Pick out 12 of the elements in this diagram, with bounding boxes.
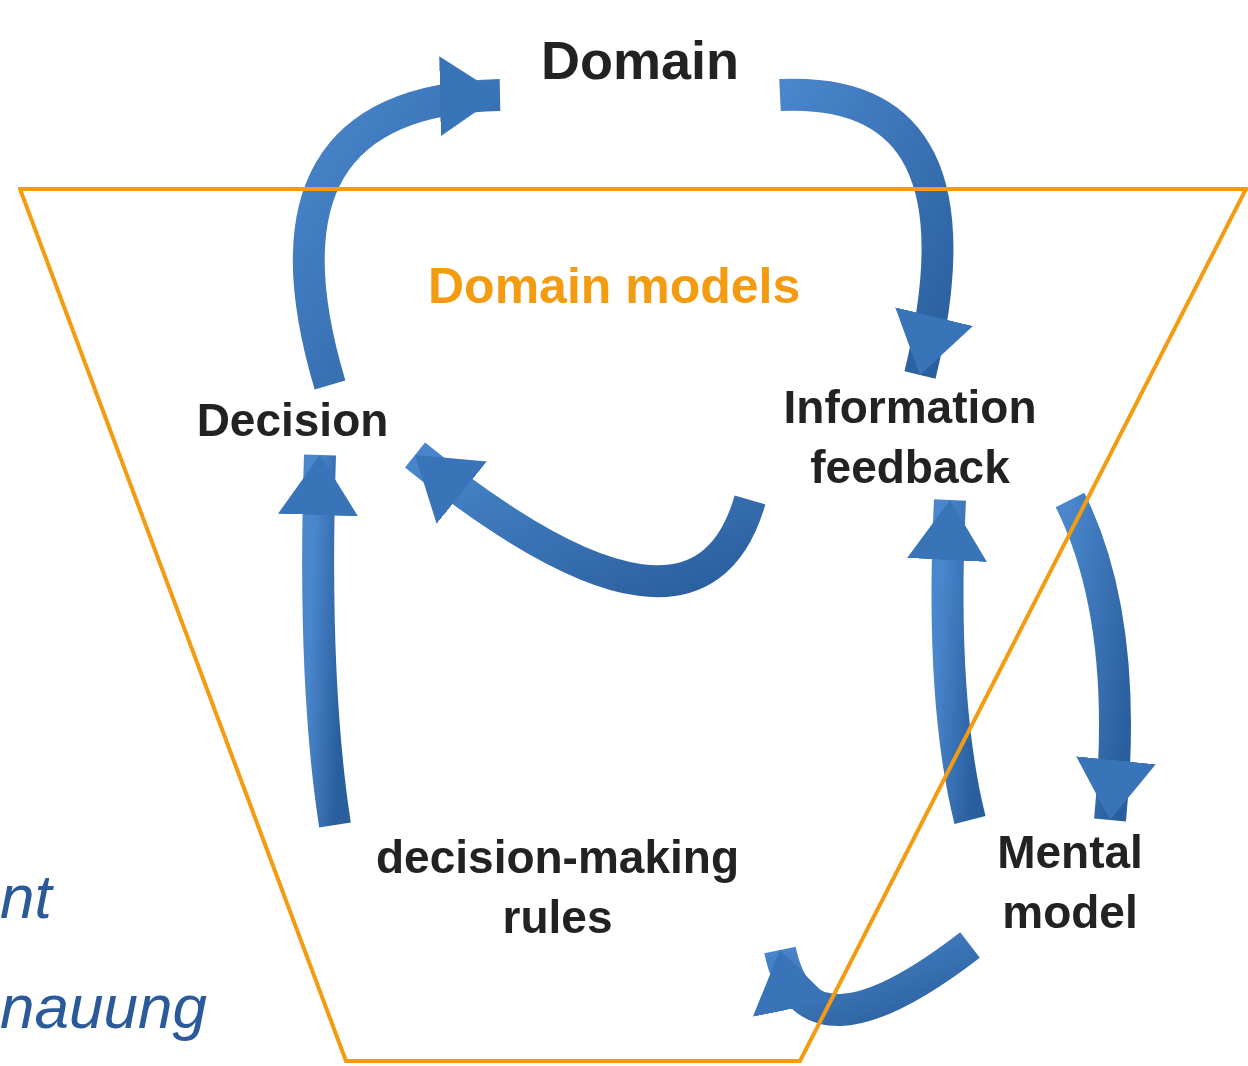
node-label: Mental model [996,824,1144,940]
curved-arrow [292,59,502,390]
domain-label: Domain [541,28,739,92]
italic-text: nt [0,861,52,933]
frame-title: Domain models [428,257,801,316]
node-label: Information feedback [782,379,1038,495]
italic-text: nauung [0,971,207,1043]
curved-arrow [907,499,988,824]
curved-arrow [278,454,359,828]
node-label: Decision [196,392,389,448]
node-label: decision-making rules [375,829,740,945]
curved-arrow [1055,493,1155,822]
